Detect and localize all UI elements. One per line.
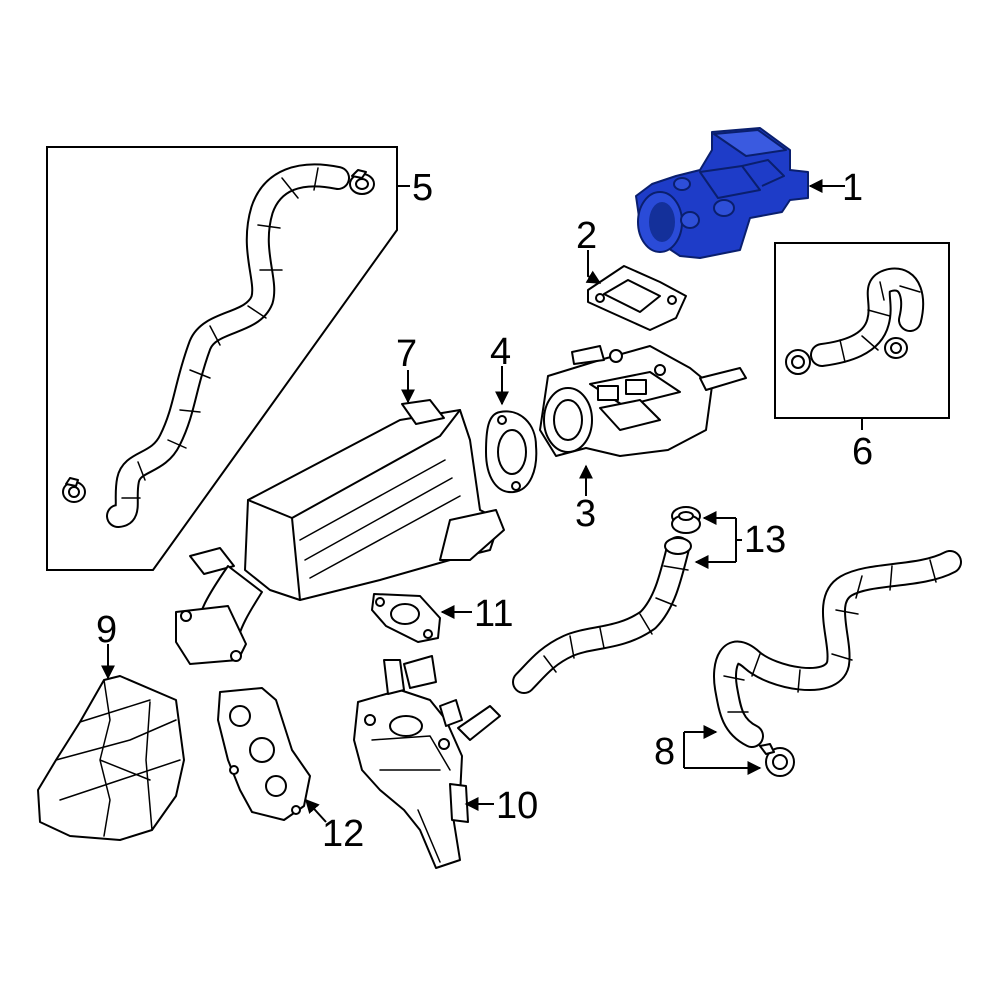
- callout-4: 4: [490, 331, 511, 373]
- part-8-hose[interactable]: [713, 550, 962, 748]
- leader-2: [585, 250, 602, 284]
- part-6-clamps: [785, 337, 908, 375]
- part-5-box: [46, 146, 398, 571]
- part-3-egr-housing[interactable]: [539, 345, 747, 457]
- leader-13: [735, 518, 742, 562]
- callout-5: 5: [412, 167, 433, 209]
- part-1-egr-valve[interactable]: [635, 127, 809, 259]
- part-13-hose[interactable]: [512, 536, 692, 694]
- part-10-water-outlet[interactable]: [353, 655, 501, 869]
- part-4-gasket[interactable]: [485, 410, 538, 494]
- part-13-grommet[interactable]: [671, 506, 701, 534]
- callout-13: 13: [744, 519, 786, 561]
- callout-6: 6: [852, 431, 873, 473]
- part-5-clamp-upper: [349, 169, 375, 195]
- callout-2: 2: [576, 215, 597, 257]
- callout-11: 11: [474, 593, 513, 635]
- leader-12: [305, 798, 327, 823]
- callout-3: 3: [575, 493, 596, 535]
- part-5-hose[interactable]: [106, 163, 350, 528]
- part-6-hose[interactable]: [810, 267, 925, 367]
- part-2-gasket[interactable]: [587, 265, 687, 331]
- part-5-clamp-lower: [62, 477, 86, 503]
- part-8-clamp[interactable]: [759, 743, 795, 777]
- callout-9: 9: [96, 609, 117, 651]
- part-7-egr-cooler[interactable]: [175, 399, 505, 665]
- part-12-gasket-plate[interactable]: [217, 687, 311, 821]
- callout-1: 1: [842, 167, 863, 209]
- callout-8: 8: [654, 731, 675, 773]
- part-11-gasket[interactable]: [371, 593, 441, 643]
- callout-12: 12: [322, 813, 364, 855]
- callout-7: 7: [396, 333, 417, 375]
- part-9-heat-shield[interactable]: [37, 675, 185, 841]
- callout-10: 10: [496, 785, 538, 827]
